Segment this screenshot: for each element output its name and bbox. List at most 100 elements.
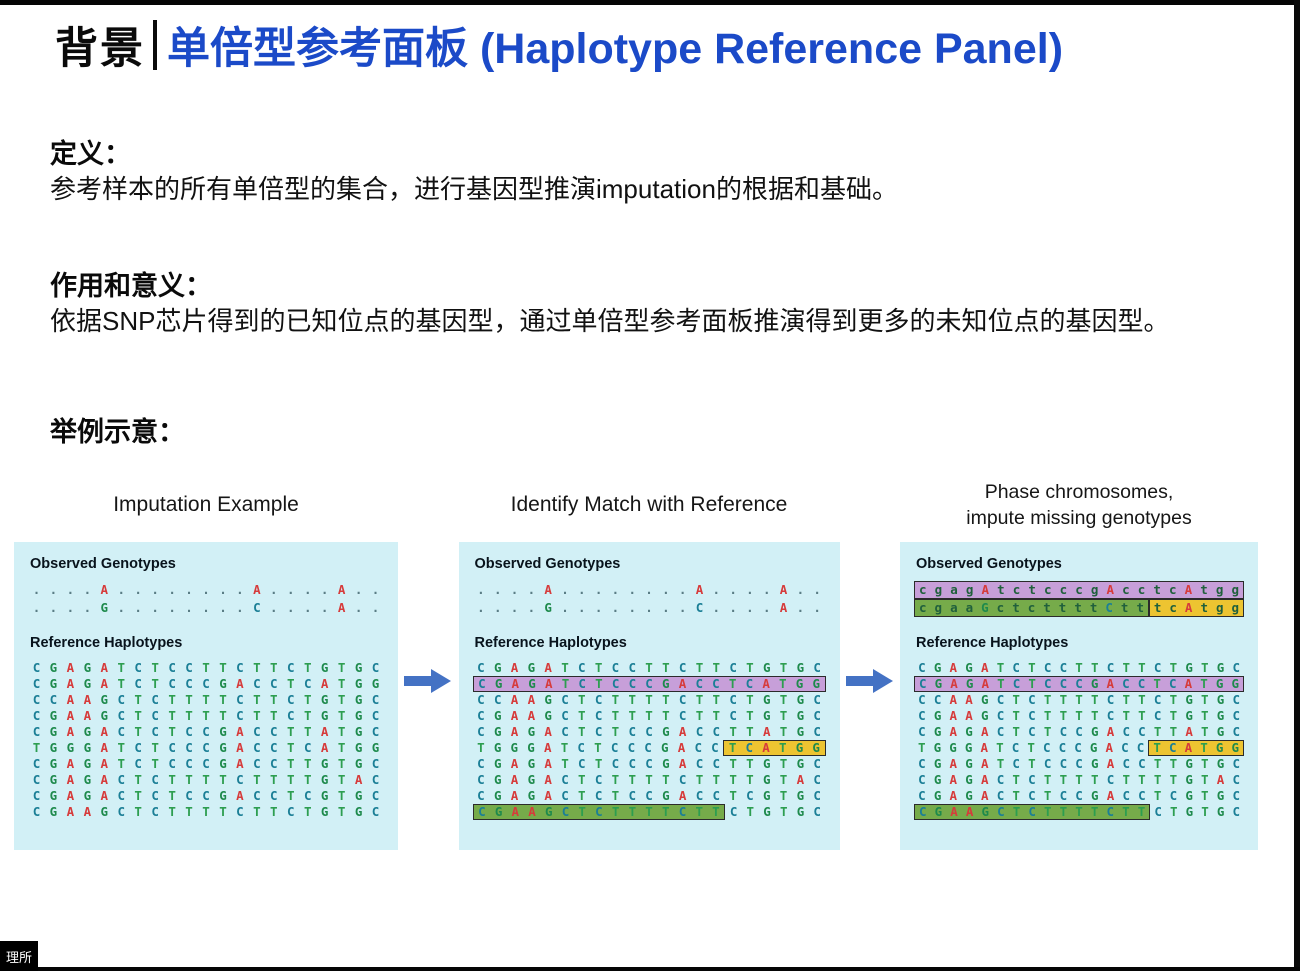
sequence-segment: ....A........A....A.. xyxy=(477,581,821,597)
sequence-row: ....G........C....A.. xyxy=(473,599,826,617)
panel-title: Phase chromosomes,impute missing genotyp… xyxy=(900,468,1258,542)
panel-title-line: Imputation Example xyxy=(113,492,299,516)
flow-arrow-2 xyxy=(840,668,901,694)
reference-haplotypes-label: Reference Haplotypes xyxy=(916,635,1069,651)
sequence-row: ....A........A....A.. xyxy=(28,581,384,599)
sequence-row: ....A........A....A.. xyxy=(473,581,826,599)
title-prefix: 背景 xyxy=(55,25,145,73)
panel-title-line: Identify Match with Reference xyxy=(510,492,788,516)
arrow-right-icon xyxy=(404,669,452,693)
letterbox-right-bar xyxy=(1294,0,1300,971)
flow-arrow-1 xyxy=(398,668,459,694)
panel-phase-impute: Phase chromosomes,impute missing genotyp… xyxy=(900,468,1258,850)
observed-genotypes-label: Observed Genotypes xyxy=(30,556,176,572)
panel-box: Observed Genotypes ....A........A....A..… xyxy=(458,542,840,850)
observed-genotypes-label: Observed Genotypes xyxy=(474,556,621,572)
sequence-segment: ....G........C....A.. xyxy=(32,599,380,615)
watermark-badge: 理所 xyxy=(0,941,38,971)
sequence-row: ....G........C....A.. xyxy=(28,599,384,617)
definition-body: 参考样本的所有单倍型的集合，进行基因型推演imputation的根据和基础。 xyxy=(50,174,898,204)
panel-title-line: impute missing genotypes xyxy=(966,507,1192,529)
observed-genotypes-rows: ....A........A....A......G........C....A… xyxy=(28,581,384,617)
role-body: 依据SNP芯片得到的已知位点的基因型，通过单倍型参考面板推演得到更多的未知位点的… xyxy=(50,306,1170,336)
title-separator-bar xyxy=(153,20,157,70)
role-heading: 作用和意义： xyxy=(50,271,212,301)
letterbox-bottom-bar xyxy=(0,967,1300,971)
sequence-segment: ....G........C....A.. xyxy=(477,599,821,615)
panel-box: Observed Genotypes ....A........A....A..… xyxy=(14,542,398,850)
definition-heading: 定义： xyxy=(50,139,131,169)
panel-identify-match: Identify Match with Reference Observed G… xyxy=(458,468,840,850)
panel-title: Identify Match with Reference xyxy=(459,468,840,542)
example-heading: 举例示意： xyxy=(50,417,185,447)
reference-haplotypes-label: Reference Haplotypes xyxy=(30,635,183,651)
